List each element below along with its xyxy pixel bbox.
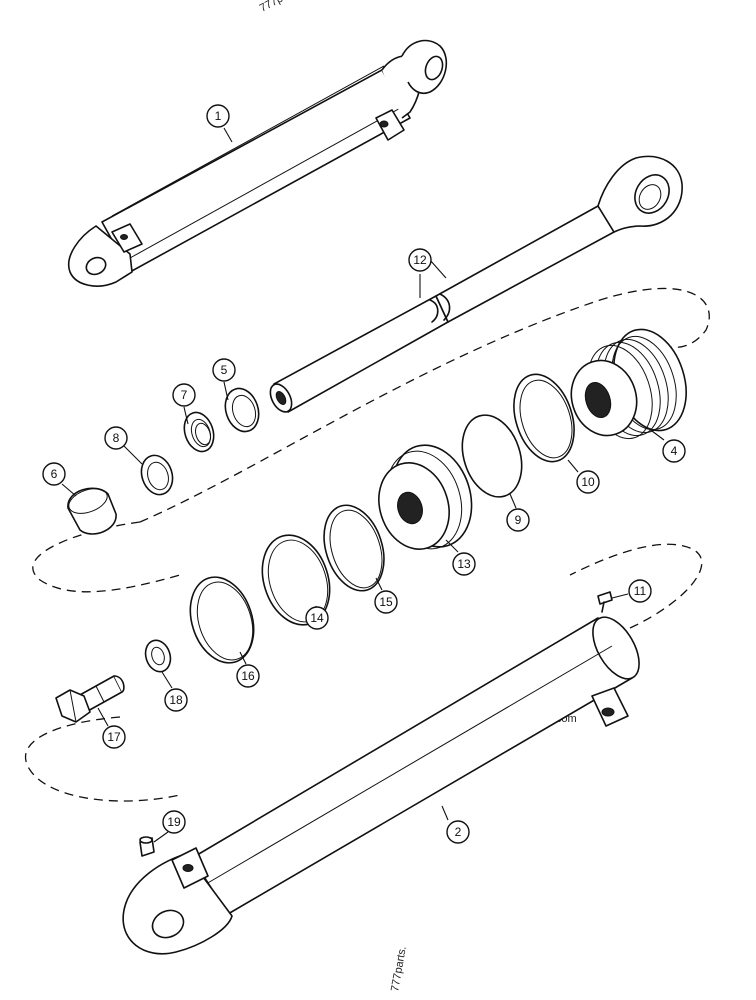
callout-12: 12 [408,248,447,298]
callout-8: 8 [104,426,143,465]
callout-19: 19 [153,810,186,843]
svg-text:9: 9 [515,513,522,527]
part-ring-8 [140,454,174,496]
part-ring-15 [323,504,385,592]
callout-14: 14 [305,605,329,630]
callout-4: 4 [647,427,686,463]
callout-1: 1 [206,104,233,143]
svg-text:2: 2 [455,825,462,839]
callout-9: 9 [506,493,530,532]
svg-text:19: 19 [167,815,181,829]
assembly-dashed-line [24,287,710,802]
svg-text:16: 16 [241,669,255,683]
callout-2: 2 [441,805,470,844]
svg-text:8: 8 [113,431,120,445]
callout-15: 15 [374,577,398,614]
svg-text:14: 14 [310,611,324,625]
part-barrel-top [67,39,448,287]
part-piston-13 [378,444,473,550]
svg-text:12: 12 [413,253,427,267]
part-bolt-17 [55,675,125,723]
svg-text:4: 4 [671,444,678,458]
part-wiper-5 [224,387,260,433]
part-barrel-bottom [122,616,640,955]
svg-text:17: 17 [107,730,121,744]
svg-text:7: 7 [181,388,188,402]
part-ring-16 [189,576,255,664]
callout-10: 10 [567,459,600,494]
svg-text:5: 5 [221,363,228,377]
svg-text:6: 6 [51,467,58,481]
callout-17: 17 [97,707,126,749]
callout-13: 13 [445,539,476,576]
callout-7: 7 [172,383,196,425]
watermark-top: 777p [258,0,285,15]
watermark-bottom: 777parts. [389,945,409,992]
svg-text:13: 13 [457,557,471,571]
svg-text:18: 18 [169,693,183,707]
callout-11: 11 [611,579,652,603]
svg-text:10: 10 [581,475,595,489]
callout-16: 16 [236,651,260,688]
svg-text:1: 1 [215,109,222,123]
part-fitting-19 [139,836,155,857]
part-seal-7 [183,411,215,453]
part-washer-18 [144,639,172,673]
callout-5: 5 [212,358,236,401]
part-screw-11 [597,591,613,613]
part-rod [269,155,683,413]
callout-18: 18 [161,671,188,712]
svg-text:15: 15 [379,595,393,609]
part-ring-10 [513,373,575,463]
part-gland [570,328,687,440]
svg-text:11: 11 [634,584,647,598]
callout-6: 6 [42,462,77,497]
part-oring-9 [461,414,523,498]
part-bushing-6 [67,487,117,535]
